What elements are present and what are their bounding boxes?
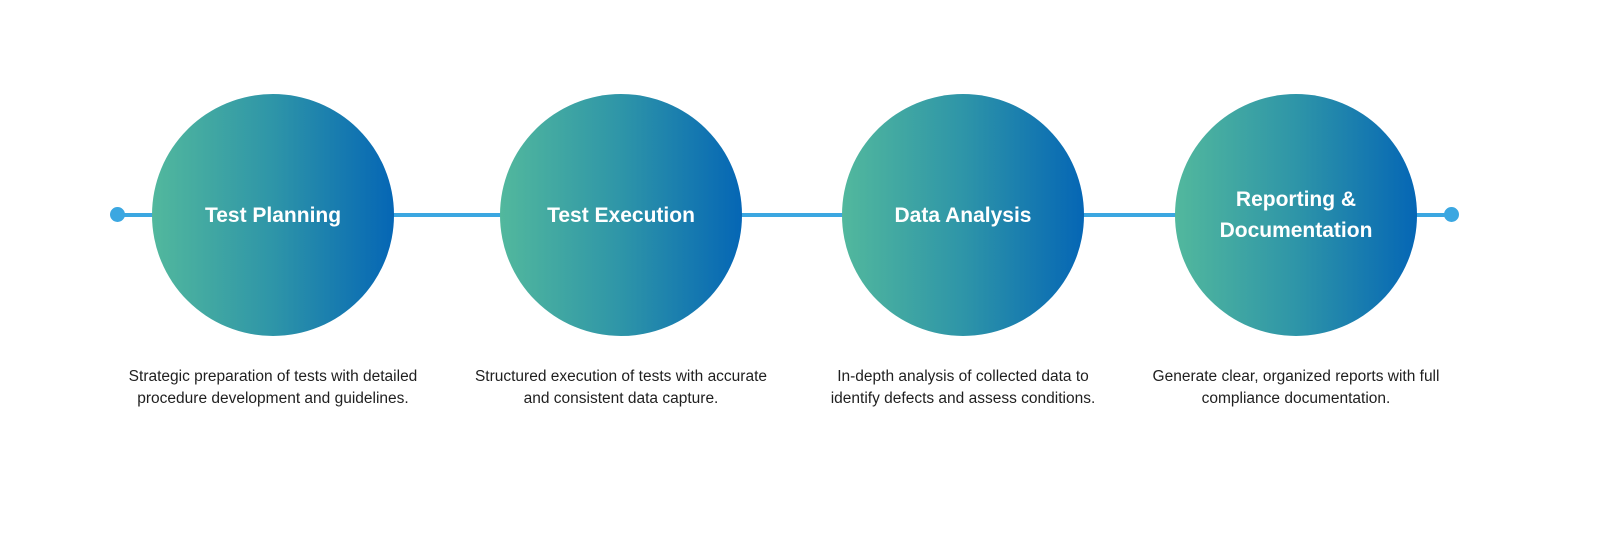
step-description: In-depth analysis of collected data to i… — [830, 368, 1096, 407]
step-title: Data Analysis — [894, 203, 1032, 227]
step-circle: Reporting & Documentation — [1175, 94, 1417, 336]
step-circle: Test Planning — [152, 94, 394, 336]
step-circle: Data Analysis — [842, 94, 1084, 336]
step-reporting-documentation: Reporting & Documentation Generate clear… — [1153, 94, 1439, 407]
step-description: Strategic preparation of tests with deta… — [128, 368, 418, 407]
step-title: Reporting & Documentation — [1219, 188, 1373, 242]
timeline-connector — [117, 213, 1451, 217]
step-data-analysis: Data Analysis In-depth analysis of colle… — [831, 94, 1095, 407]
step-title: Test Execution — [547, 203, 695, 227]
step-test-execution: Test Execution Structured execution of t… — [475, 94, 767, 407]
step-description: Generate clear, organized reports with f… — [1152, 368, 1440, 407]
step-test-planning: Test Planning Strategic preparation of t… — [129, 94, 417, 407]
step-circle: Test Execution — [500, 94, 742, 336]
timeline-start-dot — [110, 207, 125, 222]
step-title: Test Planning — [204, 203, 342, 227]
step-description: Structured execution of tests with accur… — [474, 368, 768, 407]
timeline-end-dot — [1444, 207, 1459, 222]
